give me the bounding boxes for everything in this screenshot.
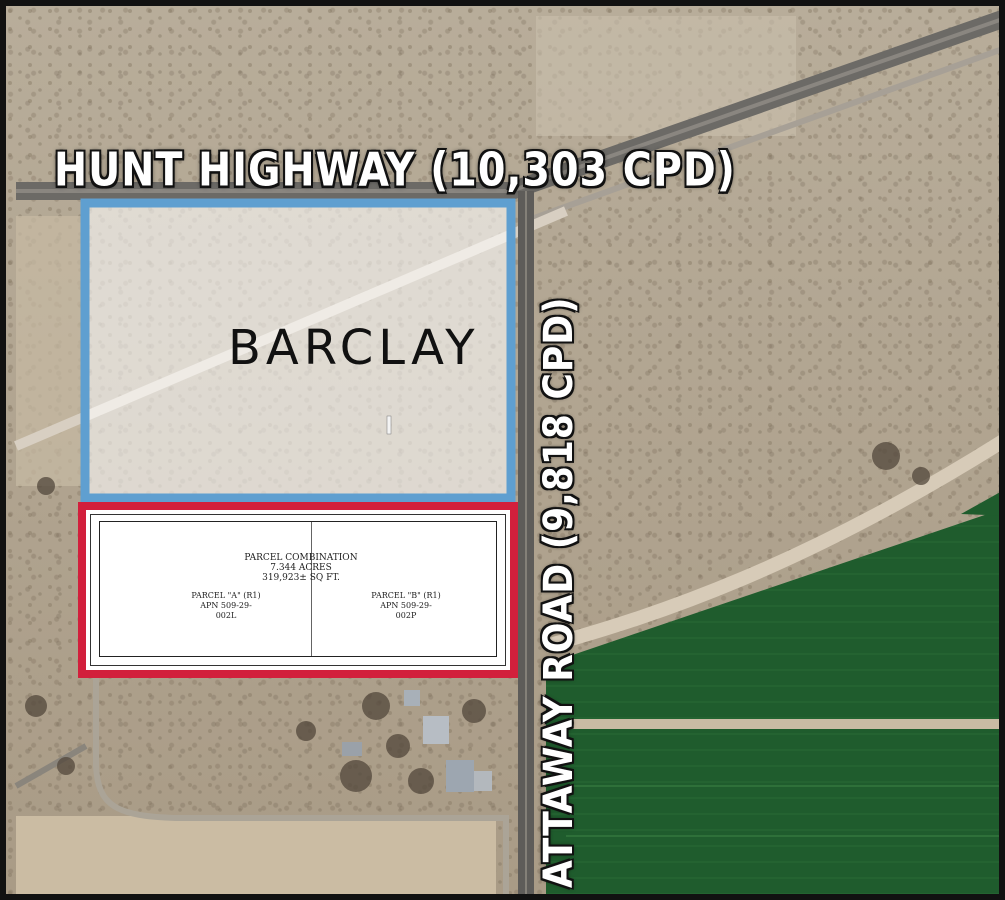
subject-parcel-box[interactable]: PARCEL COMBINATION 7.344 ACRES 319,923± … bbox=[78, 502, 518, 678]
marker bbox=[386, 415, 392, 435]
barclay-parcel[interactable] bbox=[80, 198, 516, 503]
parcel-a-text: PARCEL "A" (R1) APN 509-29-002L bbox=[191, 591, 261, 621]
parcel-b-text: PARCEL "B" (R1) APN 509-29-002P bbox=[371, 591, 441, 621]
field-plot bbox=[536, 16, 796, 136]
parcel-combination-sqft: 319,923± SQ FT. bbox=[262, 573, 340, 583]
parcel-combination-text: PARCEL COMBINATION 7.344 ACRES 319,923± … bbox=[236, 553, 366, 583]
plat-division-line bbox=[311, 521, 312, 657]
local-road bbox=[93, 666, 509, 894]
parcel-b-apn: APN 509-29-002P bbox=[380, 601, 432, 620]
plat-boundary-top bbox=[99, 521, 497, 522]
barclay-label: BARCLAY bbox=[228, 320, 480, 376]
hunt-highway-centerline bbox=[16, 18, 999, 193]
plat-boundary-right bbox=[496, 521, 497, 657]
parcel-b-label: PARCEL "B" (R1) bbox=[371, 591, 441, 600]
local-road-west bbox=[14, 743, 88, 789]
parcel-a-label: PARCEL "A" (R1) bbox=[191, 591, 261, 600]
trees bbox=[25, 442, 930, 794]
rural-buildings bbox=[342, 690, 492, 792]
canal-bank bbox=[544, 435, 999, 653]
plat-boundary-bottom bbox=[99, 656, 497, 657]
parcel-survey-plat: PARCEL COMBINATION 7.344 ACRES 319,923± … bbox=[90, 514, 506, 666]
farm-field bbox=[546, 510, 999, 894]
aerial-map[interactable] bbox=[6, 6, 1005, 900]
plat-boundary-left bbox=[99, 521, 100, 657]
farm-field-corner bbox=[961, 492, 999, 516]
field-plot-south bbox=[16, 816, 496, 894]
parcel-a-apn: APN 509-29-002L bbox=[200, 601, 252, 620]
frontage-road bbox=[524, 47, 999, 224]
attaway-road-label: ATTAWAY ROAD (9,818 CPD) bbox=[536, 296, 582, 888]
hunt-highway-label: HUNT HIGHWAY (10,303 CPD) bbox=[54, 143, 736, 198]
parcel-combination-title: PARCEL COMBINATION bbox=[244, 553, 358, 563]
parcel-combination-acres: 7.344 ACRES bbox=[270, 563, 332, 573]
